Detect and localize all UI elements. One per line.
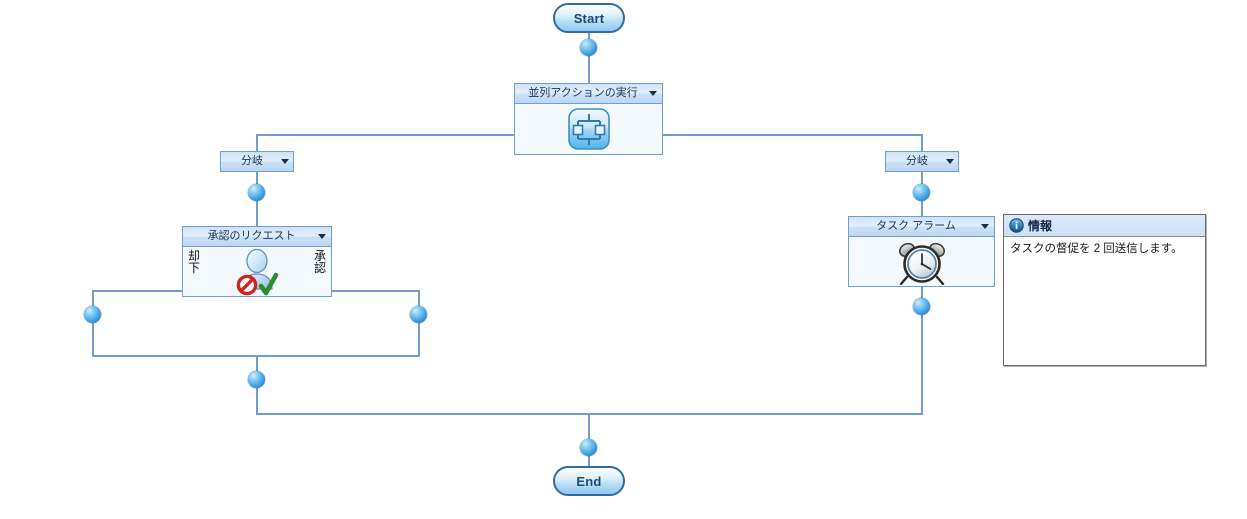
node-parallel-action-header[interactable]: 並列アクションの実行 — [515, 84, 662, 104]
end-node[interactable]: End — [553, 466, 625, 496]
connector-ball-branch-right[interactable] — [913, 184, 930, 201]
connector-start-to-parallel — [588, 32, 590, 83]
chevron-down-icon[interactable] — [981, 224, 989, 229]
start-node-label: Start — [573, 10, 605, 26]
node-task-alarm-header[interactable]: タスク アラーム — [849, 217, 994, 237]
node-task-alarm-body — [849, 237, 994, 286]
parallel-branch-icon — [567, 108, 610, 150]
connector-approval-reject-arm — [92, 290, 184, 292]
chevron-down-icon[interactable] — [318, 234, 326, 239]
chevron-down-icon[interactable] — [281, 159, 289, 164]
connector-split-left — [256, 134, 515, 136]
connector-ball-approval-merge[interactable] — [248, 371, 265, 388]
node-approval-request-title: 承認のリクエスト — [207, 230, 296, 242]
node-branch-right-label: 分岐 — [906, 155, 928, 167]
node-branch-right[interactable]: 分岐 — [885, 151, 959, 172]
approval-approve-label: 承 認 — [313, 249, 326, 276]
connector-alarm-down — [921, 287, 923, 415]
connector-ball-branch-left[interactable] — [248, 184, 265, 201]
end-node-label: End — [576, 473, 602, 489]
info-panel-body: タスクの督促を 2 回送信します。 — [1010, 243, 1183, 255]
info-panel-title: 情報 — [1028, 218, 1053, 233]
node-branch-left-label: 分岐 — [241, 155, 263, 167]
connector-to-branch-left — [256, 134, 258, 151]
node-task-alarm-title: タスク アラーム — [876, 220, 956, 232]
node-approval-request-header[interactable]: 承認のリクエスト — [183, 227, 331, 247]
connector-ball-approve[interactable] — [410, 306, 427, 323]
alarm-clock-icon — [898, 242, 945, 285]
connector-to-branch-right — [921, 134, 923, 151]
connector-ball-reject[interactable] — [84, 306, 101, 323]
node-approval-request-body: 却 下 承 認 — [183, 247, 331, 296]
connector-reject-drop — [92, 290, 94, 356]
info-circle-icon — [1009, 218, 1024, 233]
connector-split-right — [662, 134, 923, 136]
approval-person-icon — [236, 248, 279, 295]
info-panel: 情報 タスクの督促を 2 回送信します。 — [1003, 214, 1206, 366]
connector-approve-drop — [418, 290, 420, 356]
connector-ball-start[interactable] — [580, 39, 597, 56]
node-parallel-action-title: 並列アクションの実行 — [528, 87, 638, 99]
connector-ball-end[interactable] — [580, 439, 597, 456]
connector-ball-alarm-out[interactable] — [913, 298, 930, 315]
info-panel-header: 情報 — [1004, 215, 1205, 237]
connector-approval-approve-arm — [331, 290, 419, 292]
node-branch-left[interactable]: 分岐 — [220, 151, 294, 172]
chevron-down-icon[interactable] — [649, 91, 657, 96]
node-approval-request[interactable]: 承認のリクエスト 却 下 承 認 — [182, 226, 332, 297]
node-parallel-action[interactable]: 並列アクションの実行 — [514, 83, 663, 155]
approval-reject-label: 却 下 — [187, 249, 200, 276]
node-task-alarm[interactable]: タスク アラーム — [848, 216, 995, 287]
chevron-down-icon[interactable] — [946, 159, 954, 164]
start-node[interactable]: Start — [553, 3, 625, 33]
node-parallel-action-body — [515, 104, 662, 154]
